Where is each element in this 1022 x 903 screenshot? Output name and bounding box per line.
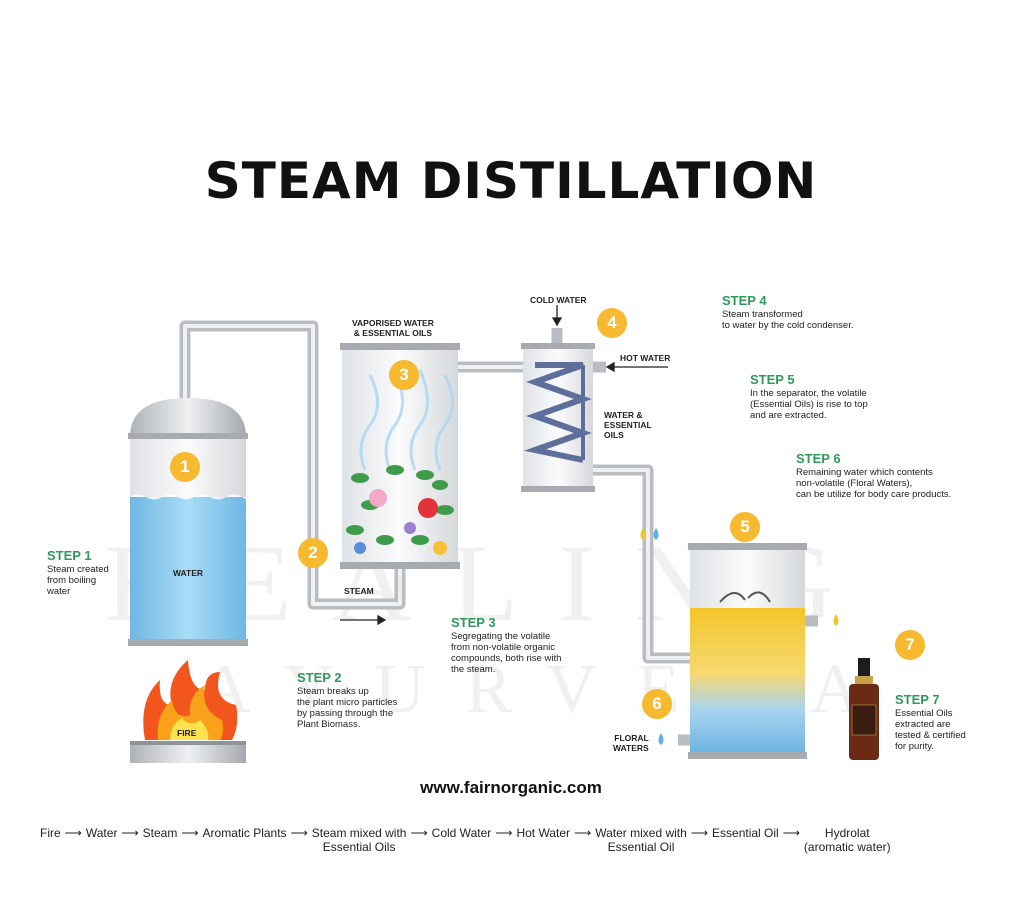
arrow-right-icon: ⟶: [64, 826, 82, 840]
arrow-right-icon: ⟶: [290, 826, 308, 840]
step-5-title: STEP 5: [750, 372, 795, 387]
arrow-right-icon: ⟶: [410, 826, 428, 840]
essential-oil-bottle-icon: [849, 658, 879, 760]
flow-item: Essential Oil: [712, 826, 779, 840]
step-1-text: Steam created from boiling water: [47, 564, 109, 597]
step-badge-6: 6: [642, 689, 672, 719]
step-3-text: Segregating the volatile from non-volati…: [451, 631, 562, 675]
arrow-right-icon: ⟶: [181, 826, 199, 840]
flow-item: Steam: [142, 826, 178, 840]
step-1-title: STEP 1: [47, 548, 92, 563]
step-badge-3: 3: [389, 360, 419, 390]
page-title: STEAM DISTILLATION: [204, 152, 818, 210]
cold-water-label: COLD WATER: [530, 295, 587, 305]
separator: [688, 543, 807, 759]
floral-waters-label: FLORAL WATERS: [613, 733, 649, 753]
arrow-right-icon: ⟶: [782, 826, 800, 840]
step-7-text: Essential Oils extracted are tested & ce…: [895, 708, 966, 752]
step-4-title: STEP 4: [722, 293, 767, 308]
step-badge-5: 5: [730, 512, 760, 542]
arrow-right-icon: ⟶: [121, 826, 139, 840]
website-url: www.fairnorganic.com: [420, 778, 602, 797]
flow-item: Cold Water: [431, 826, 492, 840]
arrow-right-icon: ⟶: [690, 826, 709, 840]
step-badge-2: 2: [298, 538, 328, 568]
flow-item: Steam mixed with Essential Oils: [311, 826, 407, 854]
vaporised-label: VAPORISED WATER & ESSENTIAL OILS: [352, 318, 434, 338]
arrow-right-icon: ⟶: [495, 826, 513, 840]
water-oils-label: WATER & ESSENTIAL OILS: [604, 410, 652, 440]
fire-icon: [130, 660, 246, 763]
flow-arrows: [340, 305, 668, 626]
step-badge-4: 4: [597, 308, 627, 338]
flow-item: Fire: [40, 826, 61, 840]
step-badge-7: 7: [895, 630, 925, 660]
process-flow: Fire⟶ Water⟶ Steam⟶ Aromatic Plants⟶ Ste…: [40, 826, 990, 854]
step-7-title: STEP 7: [895, 692, 940, 707]
drop-icons: [640, 528, 839, 745]
step-2-text: Steam breaks up the plant micro particle…: [297, 686, 398, 730]
step-badge-1: 1: [170, 452, 200, 482]
step-4-text: Steam transformed to water by the cold c…: [722, 309, 854, 331]
step-6-text: Remaining water which contents non-volat…: [796, 467, 952, 500]
flow-item: Water: [85, 826, 118, 840]
fire-label: FIRE: [177, 728, 197, 738]
step-3-title: STEP 3: [451, 615, 496, 630]
hot-water-label: HOT WATER: [620, 353, 671, 363]
step-6-title: STEP 6: [796, 451, 841, 466]
flow-item: Water mixed with Essential Oil: [595, 826, 687, 854]
flow-item: Hot Water: [516, 826, 571, 840]
water-label: WATER: [173, 568, 204, 578]
flow-item: Hydrolat (aromatic water): [803, 826, 891, 854]
arrow-right-icon: ⟶: [574, 826, 592, 840]
step-5-text: In the separator, the volatile (Essentia…: [750, 388, 868, 421]
step-2-title: STEP 2: [297, 670, 342, 685]
flow-item: Aromatic Plants: [202, 826, 287, 840]
steam-label: STEAM: [344, 586, 374, 596]
boiler: [128, 398, 248, 646]
condenser: [521, 343, 595, 492]
